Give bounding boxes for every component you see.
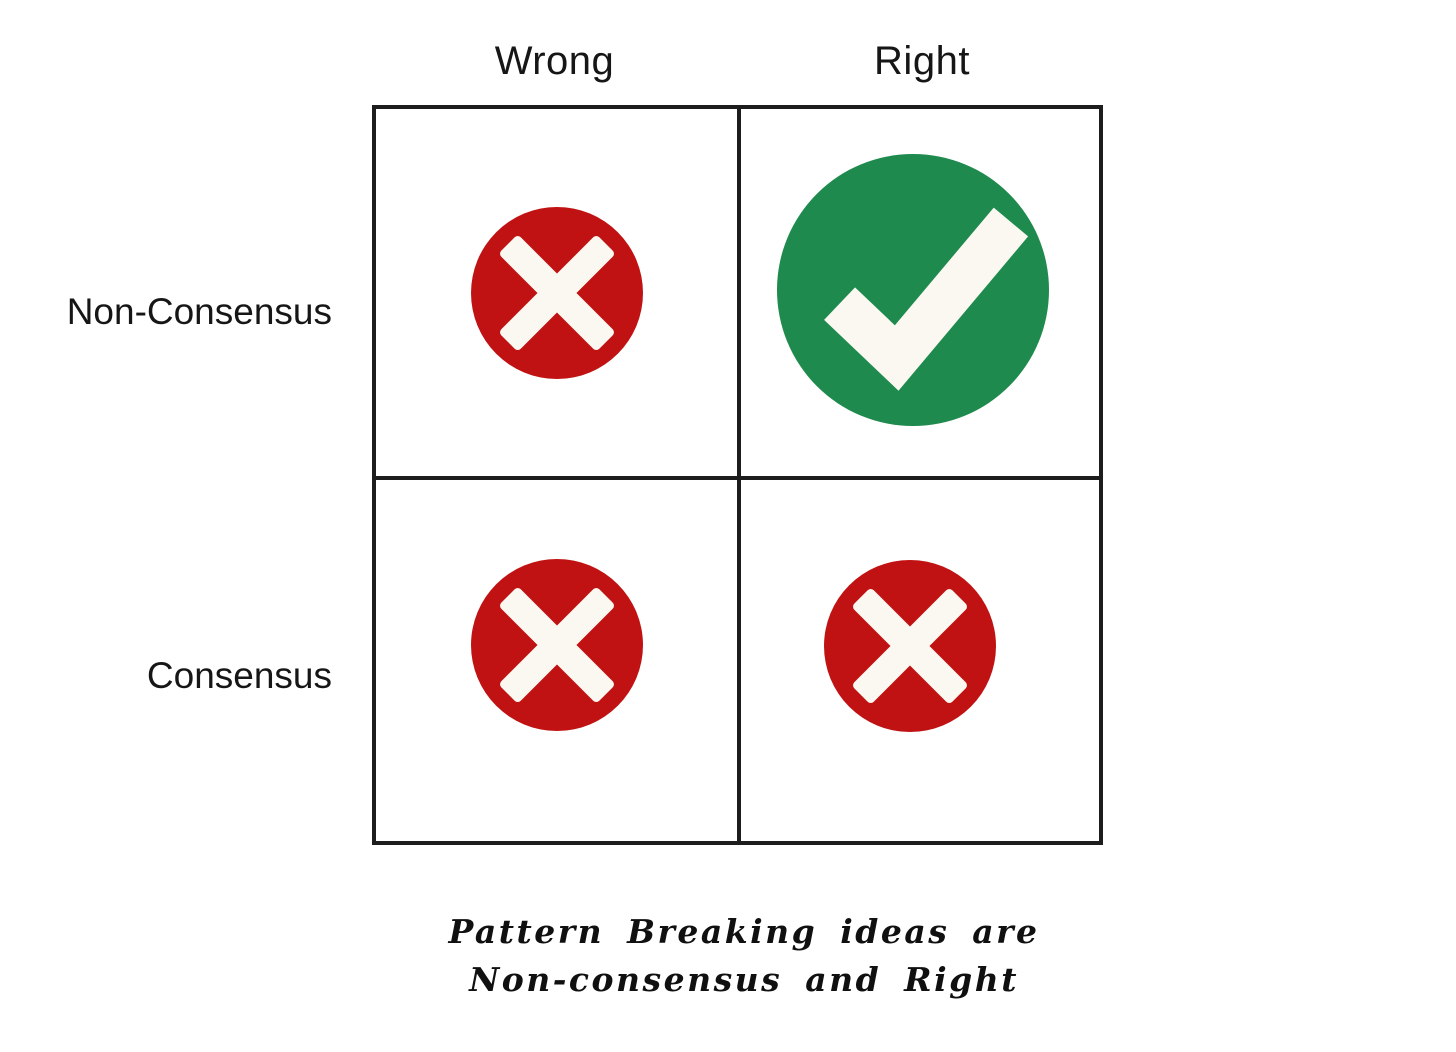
check-circle-icon (777, 153, 1049, 426)
cell-non-consensus-right (737, 109, 1099, 476)
row-label-non-consensus: Non-Consensus (66, 291, 332, 332)
cell-consensus-wrong (376, 476, 737, 841)
cell-non-consensus-wrong (376, 109, 737, 476)
column-label-right: Right (874, 39, 970, 83)
cell-consensus-right (737, 476, 1099, 841)
x-circle-icon (470, 206, 643, 379)
x-circle-icon (824, 559, 996, 732)
caption-line-2: Non-consensus and Right (469, 960, 1019, 999)
column-label-wrong: Wrong (494, 39, 615, 83)
matrix-grid (372, 105, 1103, 845)
x-circle-icon (470, 558, 643, 731)
caption-line-1: Pattern Breaking ideas are (448, 912, 1040, 951)
caption: Pattern Breaking ideas are Non-consensus… (372, 908, 1116, 1004)
row-label-consensus: Consensus (146, 655, 332, 696)
